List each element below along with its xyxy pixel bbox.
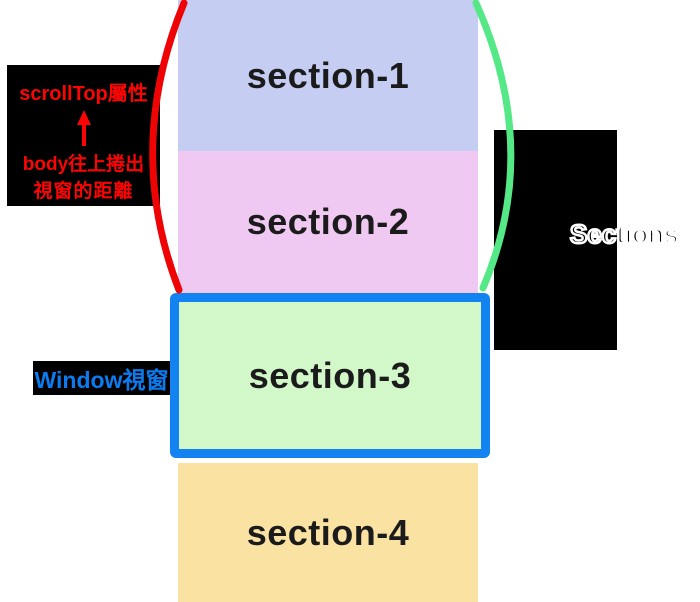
section-4-block: section-4 bbox=[178, 463, 478, 602]
scroll-desc-line-1: body往上捲出 bbox=[22, 154, 145, 175]
scroll-desc-line-2: 視窗的距離 bbox=[33, 181, 134, 202]
sections-callout-box bbox=[494, 130, 617, 350]
section-1-block: section-1 bbox=[178, 0, 478, 151]
window-viewport-box: section-3 bbox=[170, 293, 490, 458]
section-3-label: section-3 bbox=[248, 354, 412, 396]
section-2-label: section-2 bbox=[246, 201, 410, 242]
section-4-label: section-4 bbox=[246, 511, 410, 553]
scrolltop-attr-label: scrollTop屬性 bbox=[19, 83, 148, 105]
section-2-block: section-2 bbox=[178, 151, 478, 293]
window-label-text: Window視窗 bbox=[34, 367, 169, 393]
up-arrow-icon bbox=[76, 110, 91, 146]
section-1-label: section-1 bbox=[246, 54, 410, 96]
sections-label: Sections bbox=[569, 218, 680, 251]
scrolltop-annotation-box: scrollTop屬性 body往上捲出 視窗的距離 bbox=[7, 65, 160, 206]
window-viewport-label: Window視窗 bbox=[33, 361, 170, 395]
